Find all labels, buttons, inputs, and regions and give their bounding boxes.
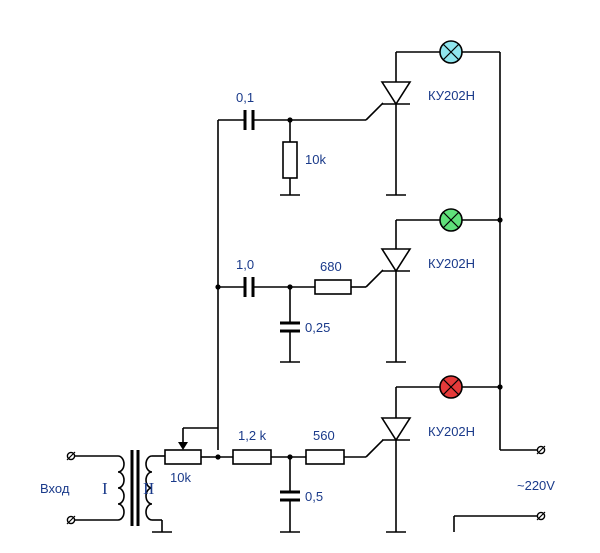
- resistor-bot-1: [232, 449, 272, 465]
- primary-winding: [117, 455, 125, 521]
- label-cap-bot-shunt: 0,5: [305, 489, 323, 504]
- label-res-bot-1: 1,2 k: [238, 428, 267, 443]
- thyristor-mid: [380, 220, 412, 363]
- label-res-mid: 680: [320, 259, 342, 274]
- stage-bot: [210, 375, 503, 533]
- label-input: Вход: [40, 481, 70, 496]
- secondary-winding: [145, 455, 153, 521]
- resistor-mid: [314, 279, 352, 295]
- label-winding-primary: I: [102, 479, 108, 498]
- lamp-top: [439, 40, 463, 64]
- potentiometer: [164, 427, 218, 465]
- label-cap-mid: 1,0: [236, 257, 254, 272]
- label-thyristor-mid: КУ202Н: [428, 256, 475, 271]
- wiper-arrow-icon: [178, 442, 188, 450]
- thyristor-top: [380, 52, 412, 196]
- label-thyristor-top: КУ202Н: [428, 88, 475, 103]
- resistor-bot-2: [305, 449, 345, 465]
- label-winding-secondary: II: [143, 479, 155, 498]
- label-res-top: 10k: [305, 152, 326, 167]
- supply-terminals: [453, 445, 546, 532]
- thyristor-bot: [380, 387, 412, 533]
- resistor-top: [282, 141, 298, 179]
- label-cap-mid-shunt: 0,25: [305, 320, 330, 335]
- lamp-mid: [439, 208, 463, 232]
- label-supply: ~220V: [517, 478, 555, 493]
- label-res-bot-2: 560: [313, 428, 335, 443]
- label-thyristor-bot: КУ202Н: [428, 424, 475, 439]
- label-potentiometer: 10k: [170, 470, 191, 485]
- lamp-bot: [439, 375, 463, 399]
- stage-top: [218, 40, 500, 196]
- transformer: [66, 450, 172, 533]
- stage-mid: [215, 208, 503, 363]
- label-cap-top: 0,1: [236, 90, 254, 105]
